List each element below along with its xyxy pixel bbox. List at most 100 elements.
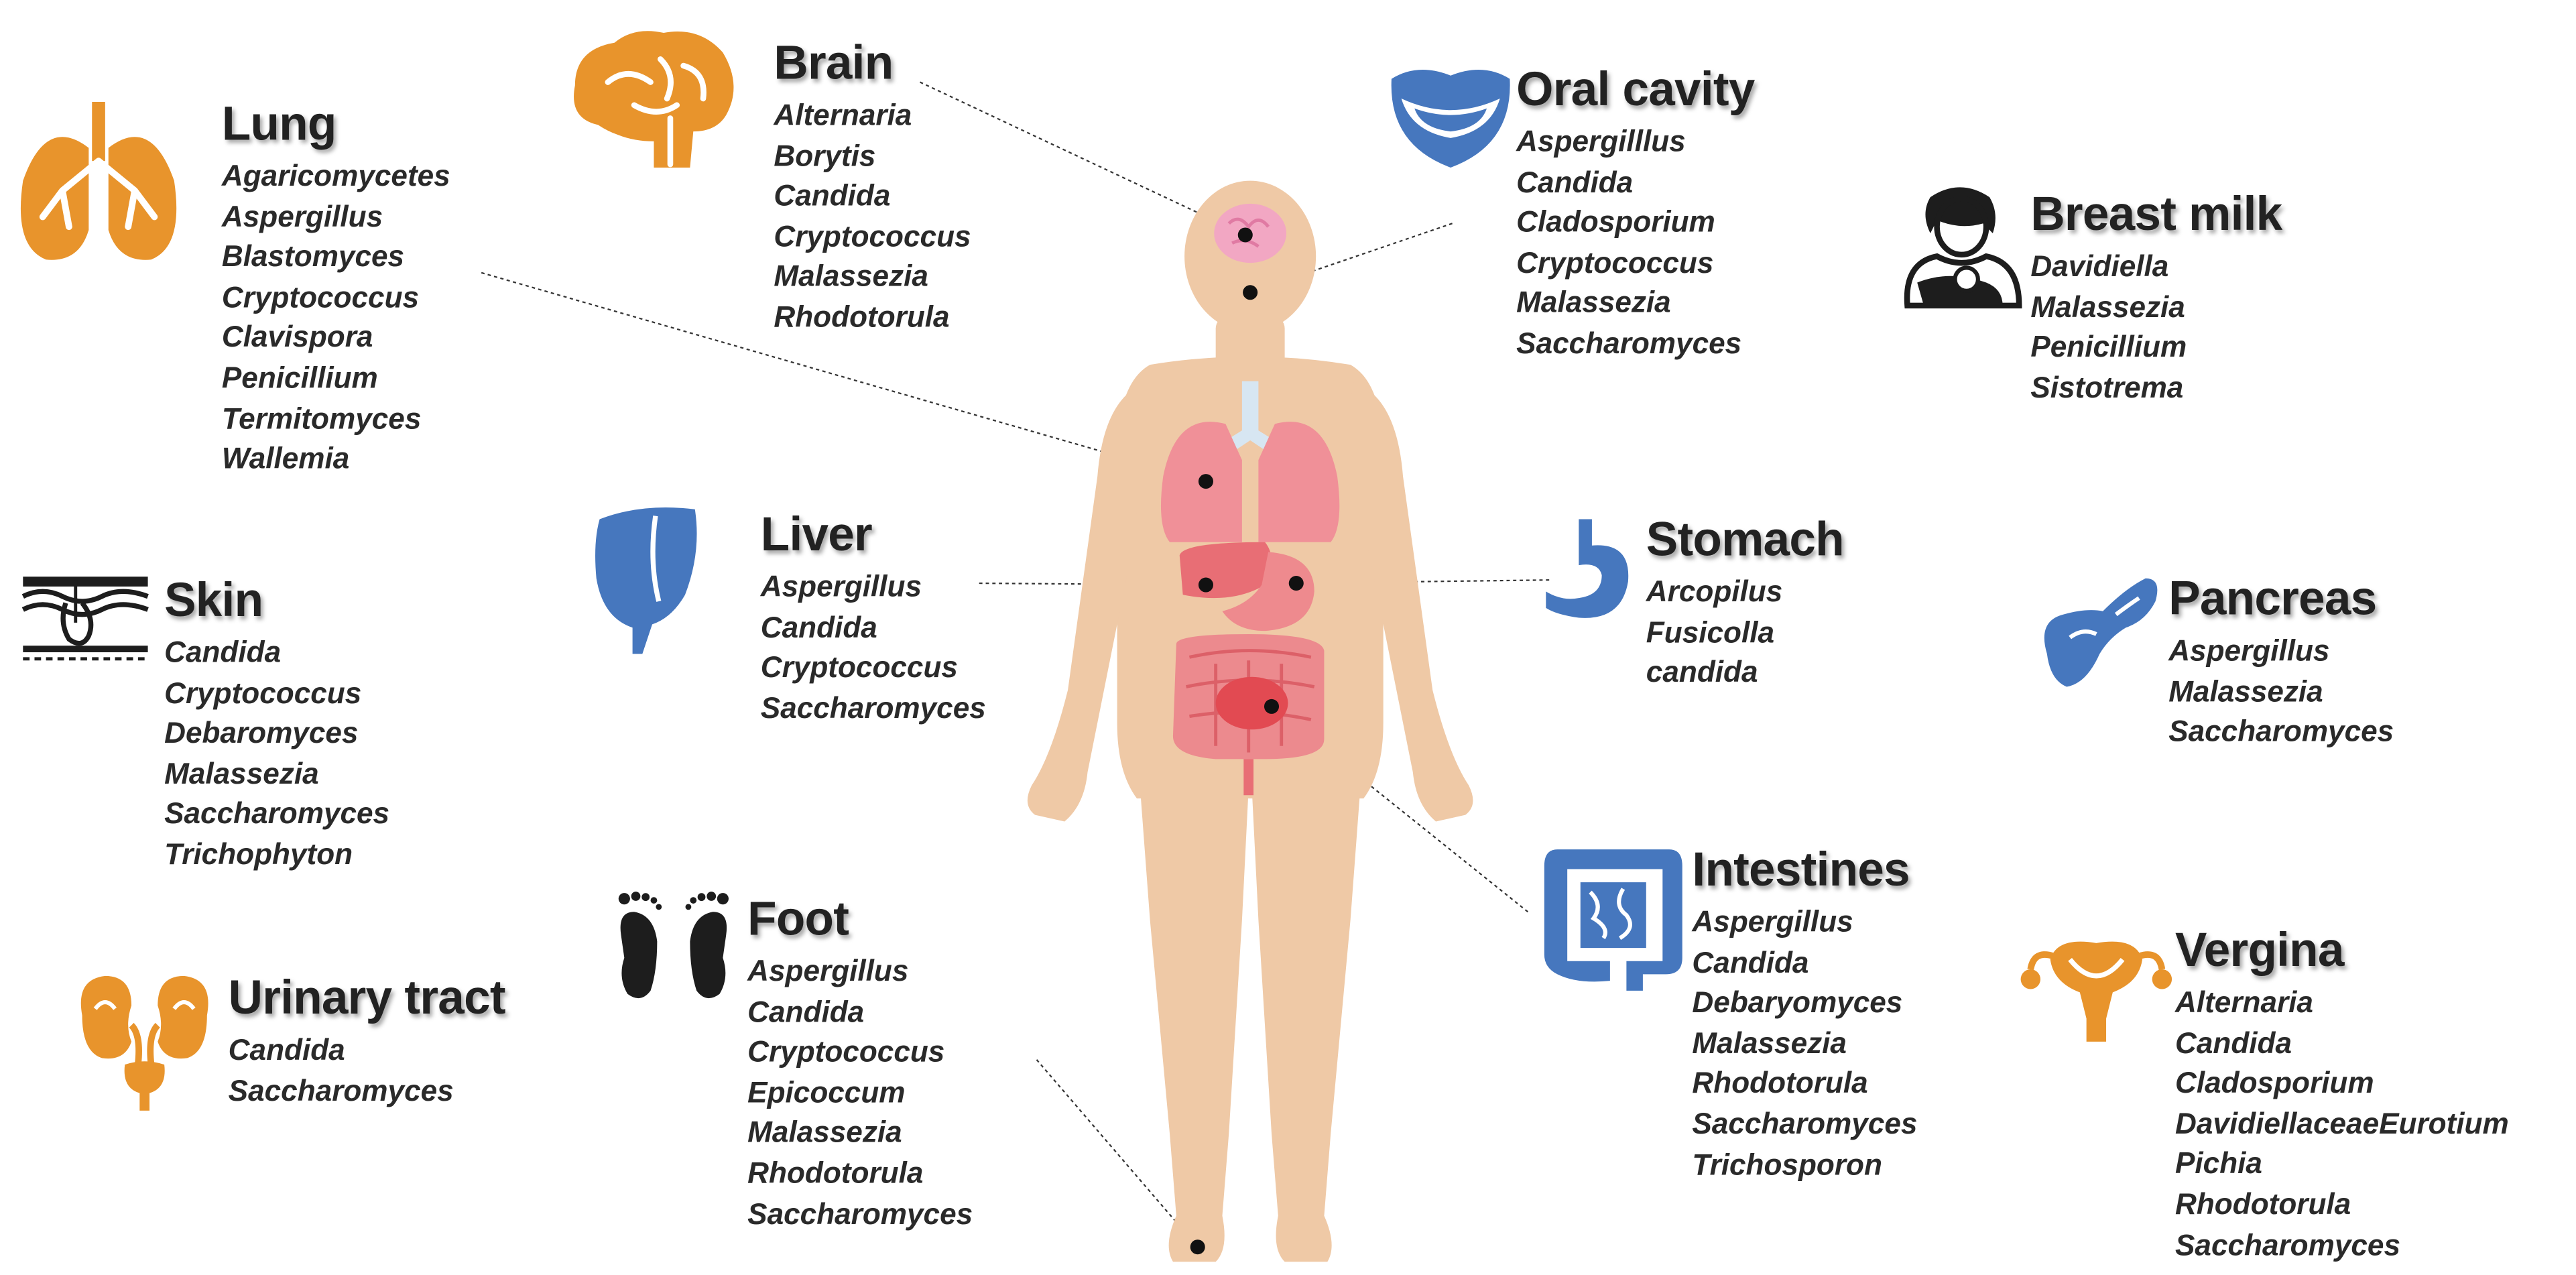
urinary-tract-title: Urinary tract — [228, 972, 506, 1026]
list-item: Saccharomyces — [760, 691, 986, 725]
list-item: Aspergillus — [2168, 634, 2330, 668]
list-item: Candida — [164, 635, 282, 669]
list-item: Rhodotorula — [1692, 1067, 1868, 1100]
mouth-icon — [1391, 70, 1510, 168]
liver-group: Liver Aspergillus Candida Cryptococcus S… — [760, 509, 986, 729]
dot-intestines — [1264, 699, 1280, 714]
breast-milk-group: Breast milk Davidiella Malassezia Penici… — [2030, 192, 2282, 408]
list-item: Rhodotorula — [774, 300, 950, 334]
list-item: Fusicolla — [1646, 615, 1775, 649]
list-item: Penicillium — [221, 361, 378, 395]
oral-cavity-group: Oral cavity Aspergilllus Candida Cladosp… — [1516, 64, 1755, 364]
dot-liver — [1198, 577, 1213, 593]
list-item: Cladosporium — [2174, 1067, 2374, 1100]
lung-group: Lung Agaricomycetes Aspergillus Blastomy… — [221, 99, 450, 479]
right-lung-organ — [1258, 422, 1340, 542]
kidneys-icon — [80, 975, 208, 1111]
list-item: Malassezia — [1516, 286, 1671, 320]
list-item: Saccharomyces — [1692, 1107, 1918, 1140]
list-item: Malassezia — [774, 260, 928, 294]
list-item: Malassezia — [2030, 290, 2185, 323]
brain-title: Brain — [774, 38, 894, 90]
oral-cavity-title: Oral cavity — [1516, 64, 1755, 117]
breast-milk-fungi-list: Davidiella Malassezia Penicillium Sistot… — [2030, 247, 2282, 408]
list-item: Malassezia — [1692, 1026, 1847, 1060]
list-item: Termitomyces — [221, 402, 422, 435]
connector-intestines — [1271, 706, 1529, 913]
list-item: Clavispora — [221, 320, 373, 354]
list-item: candida — [1646, 656, 1758, 689]
skin-icon — [21, 576, 149, 661]
stomach-fungi-list: Arcopilus Fusicolla candida — [1646, 572, 1844, 693]
breastfeeding-icon — [1904, 187, 2022, 309]
list-item: Saccharomyces — [1516, 326, 1742, 360]
list-item: DavidiellaceaeEurotium — [2174, 1107, 2509, 1140]
list-item: Candida — [1692, 945, 1809, 979]
list-item: Borytis — [774, 139, 876, 172]
brain-icon — [574, 31, 734, 168]
list-item: Cryptococcus — [164, 676, 362, 709]
list-item: Cryptococcus — [774, 219, 971, 253]
list-item: Pichia — [2174, 1147, 2262, 1180]
list-item: Trichosporon — [1692, 1148, 1882, 1181]
list-item: Alternaria — [774, 99, 912, 132]
list-item: Saccharomyces — [2174, 1228, 2400, 1262]
list-item: Alternaria — [2174, 985, 2313, 1019]
intestines-title: Intestines — [1692, 844, 1910, 898]
list-item: Rhodotorula — [747, 1156, 924, 1190]
trachea — [1215, 381, 1285, 457]
list-item: Debaromyces — [164, 717, 359, 750]
right-arm — [1350, 381, 1473, 822]
foot-fungi-list: Aspergillus Candida Cryptococcus Epicocc… — [747, 951, 973, 1234]
pancreas-icon — [2044, 578, 2158, 687]
dot-stomach — [1288, 576, 1304, 591]
list-item: Sistotrema — [2030, 371, 2184, 404]
list-item: Saccharomyces — [2168, 715, 2394, 748]
left-leg — [1140, 788, 1249, 1262]
list-item: Aspergillus — [760, 570, 922, 603]
lungs-icon — [20, 101, 177, 260]
lung-title: Lung — [221, 99, 336, 151]
list-item: Saccharomyces — [747, 1197, 973, 1230]
vagina-group: Vergina Alternaria Candida Cladosporium … — [2175, 928, 2509, 1266]
dot-oral — [1243, 285, 1258, 300]
list-item: Debaryomyces — [1692, 985, 1903, 1020]
intestines-group: Intestines Aspergillus Candida Debaryomy… — [1692, 844, 1917, 1185]
intestines-icon — [1544, 849, 1682, 991]
list-item: Davidiella — [2030, 249, 2169, 283]
pancreas-title: Pancreas — [2168, 573, 2377, 626]
connector-foot — [1036, 1059, 1199, 1248]
skin-group: Skin Candida Cryptococcus Debaromyces Ma… — [164, 574, 389, 875]
stomach-organ — [1222, 552, 1314, 631]
dot-brain — [1237, 227, 1253, 243]
list-item: Epicoccum — [747, 1075, 906, 1109]
intestines-fungi-list: Aspergillus Candida Debaryomyces Malasse… — [1692, 902, 1917, 1185]
list-item: Candida — [2174, 1026, 2292, 1059]
liver-title: Liver — [760, 509, 873, 562]
dot-foot — [1190, 1239, 1205, 1255]
connector-brain — [920, 81, 1246, 236]
skin-title: Skin — [164, 574, 263, 628]
list-item: Aspergillus — [747, 954, 909, 987]
list-item: Candida — [228, 1033, 345, 1067]
list-item: Malassezia — [164, 757, 319, 790]
list-item: Wallemia — [221, 442, 350, 475]
list-item: Cryptococcus — [221, 280, 420, 314]
list-item: Aspergillus — [221, 200, 383, 233]
list-item: Candida — [760, 610, 877, 644]
list-item: Malassezia — [2168, 674, 2323, 708]
stomach-group: Stomach Arcopilus Fusicolla candida — [1646, 517, 1845, 693]
list-item: Cryptococcus — [1516, 246, 1714, 280]
list-item: Candida — [1516, 165, 1634, 198]
list-item: Candida — [774, 179, 891, 213]
oral-cavity-fungi-list: Aspergilllus Candida Cladosporium Crypto… — [1516, 121, 1754, 364]
list-item: Blastomyces — [221, 240, 405, 274]
list-item: Cryptococcus — [747, 1035, 945, 1069]
liver-fungi-list: Aspergillus Candida Cryptococcus Sacchar… — [761, 567, 986, 729]
list-item: Cryptococcus — [760, 651, 958, 684]
lung-fungi-list: Agaricomycetes Aspergillus Blastomyces C… — [222, 156, 450, 479]
list-item: Candida — [747, 995, 865, 1028]
urinary-tract-fungi-list: Candida Saccharomyces — [229, 1030, 505, 1111]
